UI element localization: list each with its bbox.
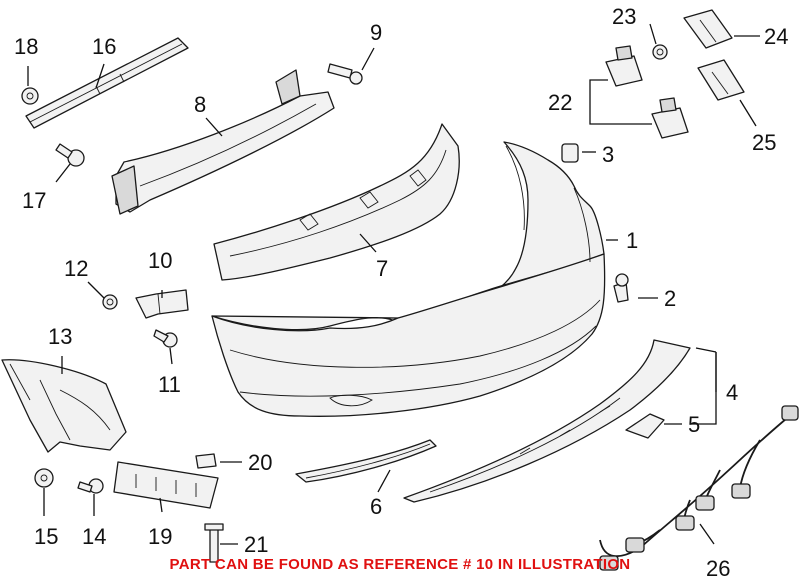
callout-18: 18 [14, 34, 38, 59]
fastener-14[interactable] [77, 478, 104, 494]
callout-21: 21 [244, 532, 268, 557]
pin-21[interactable] [204, 523, 224, 563]
side-bracket[interactable] [1, 359, 127, 453]
callout-13: 13 [48, 324, 72, 349]
clip-20[interactable] [195, 453, 217, 469]
bumper-cover[interactable] [211, 141, 606, 417]
fastener-15[interactable] [34, 468, 54, 488]
reference-note: PART CAN BE FOUND AS REFERENCE # 10 IN I… [169, 556, 631, 573]
fastener-17[interactable] [55, 143, 85, 167]
reflector-strip[interactable] [295, 439, 437, 483]
callout-12: 12 [64, 256, 88, 281]
lower-grille[interactable] [113, 461, 219, 509]
callout-20: 20 [248, 450, 272, 475]
callout-1: 1 [626, 228, 638, 253]
clip-3[interactable] [561, 143, 579, 163]
callout-3: 3 [602, 142, 614, 167]
fastener-12[interactable] [102, 294, 118, 310]
wiring-harness[interactable] [599, 405, 799, 571]
callout-26: 26 [706, 556, 730, 580]
callout-17: 17 [22, 188, 46, 213]
callout-8: 8 [194, 92, 206, 117]
upper-molding[interactable] [25, 37, 189, 129]
callout-4: 4 [726, 380, 738, 405]
sensor-22a[interactable] [605, 45, 643, 87]
fastener-18[interactable] [21, 87, 39, 105]
sensor-23[interactable] [652, 44, 668, 60]
callout-9: 9 [370, 20, 382, 45]
callout-11: 11 [158, 372, 181, 397]
callout-16: 16 [92, 34, 116, 59]
leader-lines [27, 23, 760, 545]
fastener-9[interactable] [327, 63, 363, 85]
sensor-bracket-25[interactable] [697, 59, 745, 101]
valance-bracket[interactable] [625, 413, 665, 439]
callout-10: 10 [148, 248, 172, 273]
clip-2[interactable] [613, 273, 629, 303]
fastener-11[interactable] [153, 329, 178, 348]
lower-valance[interactable] [403, 339, 691, 503]
callout-25: 25 [752, 130, 776, 155]
callout-labels: 1 2 3 4 5 6 7 8 9 10 11 12 13 14 15 16 1… [14, 4, 788, 581]
sensor-bracket-24[interactable] [683, 9, 733, 49]
sensor-22b[interactable] [651, 97, 689, 139]
callout-23: 23 [612, 4, 636, 29]
callout-15: 15 [34, 524, 58, 549]
energy-absorber[interactable] [213, 123, 460, 281]
callout-22: 22 [548, 90, 572, 115]
callout-19: 19 [148, 524, 172, 549]
bumper-reinforcement[interactable] [111, 69, 335, 215]
callout-5: 5 [688, 412, 700, 437]
callout-2: 2 [664, 286, 676, 311]
clip-bracket[interactable] [135, 289, 189, 319]
callout-6: 6 [370, 494, 382, 519]
callout-24: 24 [764, 24, 788, 49]
callout-7: 7 [376, 256, 388, 281]
callout-14: 14 [82, 524, 106, 549]
